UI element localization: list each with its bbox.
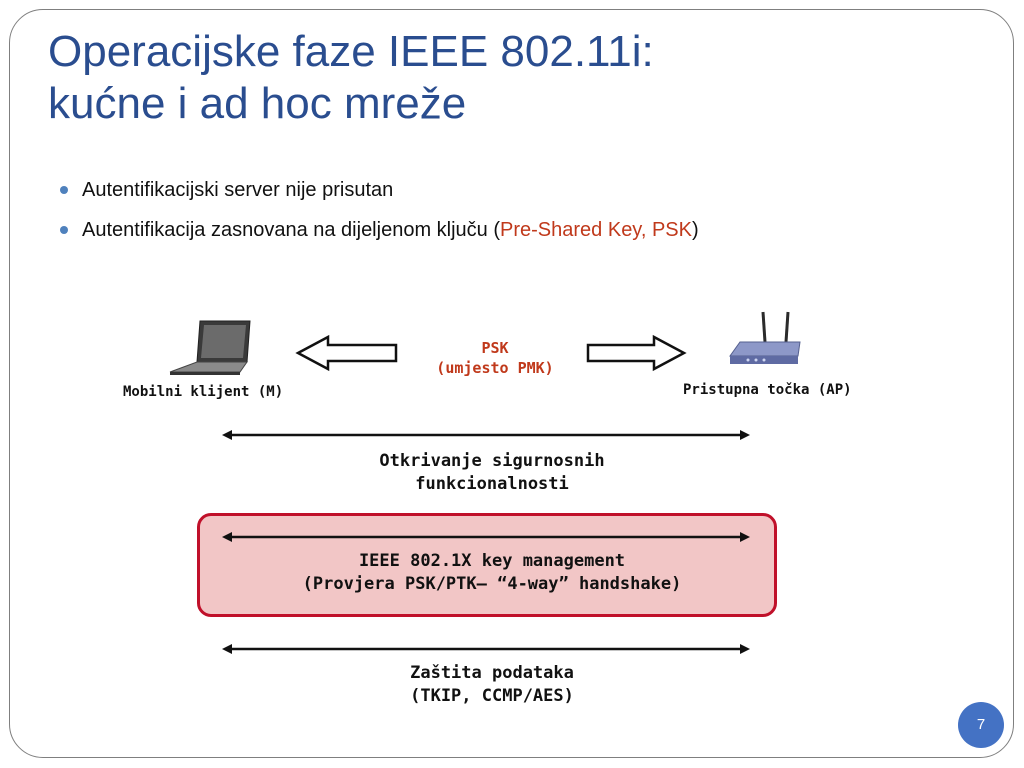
slide-frame: [9, 9, 1014, 758]
phase-line-1: IEEE 802.1X key management: [358, 551, 626, 571]
bullet-text-before: Autentifikacija zasnovana na dijeljenom …: [82, 219, 501, 241]
bullet-item: Autentifikacijski server nije prisutan: [60, 176, 699, 216]
phase-line-2: (TKIP, CCMP/AES): [410, 686, 574, 706]
psk-line-1: PSK: [481, 339, 509, 357]
psk-line-2: (umjesto PMK): [436, 359, 554, 377]
phase-line-1: Otkrivanje sigurnosnih: [379, 451, 605, 471]
client-label: Mobilni klijent (M): [123, 384, 284, 400]
bullet-list: Autentifikacijski server nije prisutan A…: [60, 176, 699, 256]
bullet-emphasis: Pre-Shared Key, PSK: [500, 219, 692, 241]
phase-line-2: (Provjera PSK/PTK– “4-way” handshake): [302, 574, 682, 594]
bullet-item: Autentifikacija zasnovana na dijeljenom …: [60, 216, 699, 256]
phase-line-1: Zaštita podataka: [410, 663, 574, 683]
phase-key-management: IEEE 802.1X key management (Provjera PSK…: [212, 550, 772, 596]
title-line-1: Operacijske faze IEEE 802.11i:: [48, 27, 654, 76]
bullet-text: Autentifikacijski server nije prisutan: [82, 179, 394, 201]
highlight-box: [197, 513, 777, 617]
psk-label: PSK (umjesto PMK): [400, 338, 590, 378]
phase-data-protection: Zaštita podataka (TKIP, CCMP/AES): [212, 662, 772, 708]
title-line-2: kućne i ad hoc mreže: [48, 79, 467, 128]
slide-title: Operacijske faze IEEE 802.11i: kućne i a…: [48, 26, 654, 130]
phase-line-2: funkcionalnosti: [415, 474, 569, 494]
page-number: 7: [958, 702, 1004, 748]
bullet-text-after: ): [691, 219, 699, 241]
bullet-dot-icon: [60, 186, 68, 194]
bullet-dot-icon: [60, 226, 68, 234]
phase-discovery: Otkrivanje sigurnosnih funkcionalnosti: [212, 450, 772, 496]
ap-label: Pristupna točka (AP): [683, 382, 852, 398]
